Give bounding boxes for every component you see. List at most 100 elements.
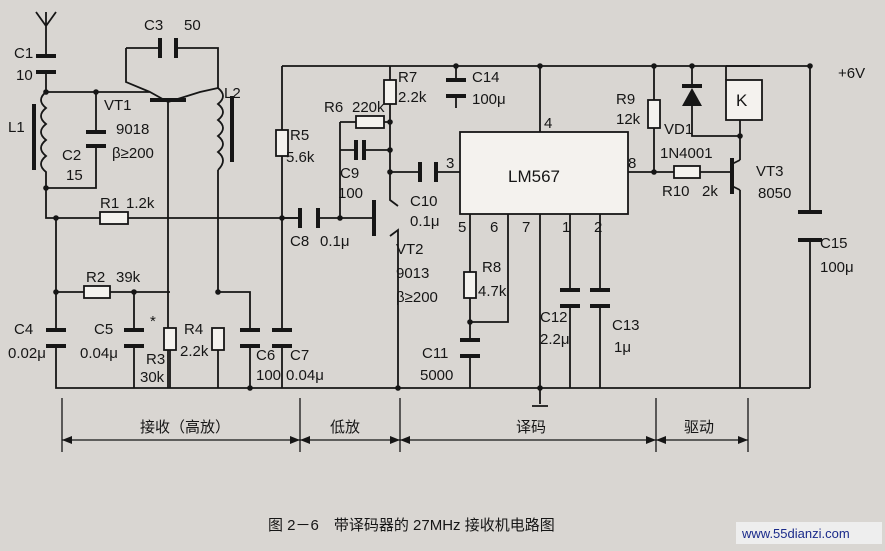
pin-1: 1 (562, 219, 570, 236)
capacitor-c11 (460, 338, 480, 358)
capacitor-c9 (354, 140, 366, 160)
watermark: www.55dianzi.com (741, 526, 850, 541)
resistor-r7 (383, 79, 397, 105)
pin-8: 8 (628, 155, 636, 172)
resistor-r9 (647, 99, 661, 129)
resistor-r2 (83, 285, 111, 299)
c7-ref: C7 (290, 347, 309, 364)
r7-ref: R7 (398, 69, 417, 86)
vt3-ref: VT3 (756, 163, 784, 180)
c5-value: 0.04μ (80, 345, 118, 362)
r5-ref: R5 (290, 127, 309, 144)
r4-ref: R4 (184, 321, 203, 338)
c10-value: 0.1μ (410, 213, 440, 230)
section-drive: 驱动 (684, 419, 714, 436)
c13-value: 1μ (614, 339, 631, 356)
vt2-beta: β≥200 (396, 289, 438, 306)
pin-3: 3 (446, 155, 454, 172)
c6-ref: C6 (256, 347, 275, 364)
pin-4: 4 (544, 115, 552, 132)
c14-value: 100μ (472, 91, 506, 108)
ic-name: LM567 (508, 167, 560, 186)
component-labels: C1 10 L1 C2 15 C3 50 VT1 9018 β≥200 L2 R… (8, 17, 865, 386)
resistor-r6 (355, 115, 385, 129)
section-amp: 低放 (330, 419, 360, 436)
c14-ref: C14 (472, 69, 500, 86)
section-markers (61, 398, 749, 452)
c7-value: 0.04μ (286, 367, 324, 384)
vt1-ref: VT1 (104, 97, 132, 114)
r9-ref: R9 (616, 91, 635, 108)
capacitor-c14 (446, 78, 466, 98)
c5-ref: C5 (94, 321, 113, 338)
c8-ref: C8 (290, 233, 309, 250)
r8-ref: R8 (482, 259, 501, 276)
r9-value: 12k (616, 111, 641, 128)
c4-ref: C4 (14, 321, 33, 338)
capacitor-c1 (36, 54, 56, 74)
resistor-r5 (275, 129, 289, 157)
pin-2: 2 (594, 219, 602, 236)
vt1-beta: β≥200 (112, 145, 154, 162)
c10-ref: C10 (410, 193, 438, 210)
l1-ref: L1 (8, 119, 25, 136)
r3-mark: * (150, 313, 156, 330)
junction-dots (43, 63, 813, 391)
relay-k (725, 79, 763, 121)
section-labels: 接收（高放） 低放 译码 驱动 (140, 419, 714, 436)
r1-ref: R1 (100, 195, 119, 212)
c11-value: 5000 (420, 367, 453, 384)
diode-vd1 (682, 84, 702, 106)
pin-7: 7 (522, 219, 530, 236)
l2-ref: L2 (224, 85, 241, 102)
c15-ref: C15 (820, 235, 848, 252)
vt2-ref: VT2 (396, 241, 424, 258)
c13-ref: C13 (612, 317, 640, 334)
vt3-model: 8050 (758, 185, 791, 202)
capacitor-c5 (124, 328, 144, 348)
capacitor-c10 (418, 162, 438, 182)
c12-ref: C12 (540, 309, 568, 326)
r10-ref: R10 (662, 183, 690, 200)
c8-value: 0.1μ (320, 233, 350, 250)
relay-label: K (736, 91, 748, 110)
inductor-l1 (32, 91, 48, 180)
watermark-box (736, 522, 882, 544)
r10-value: 2k (702, 183, 718, 200)
r2-ref: R2 (86, 269, 105, 286)
transistor-vt2 (372, 200, 376, 236)
resistor-r1 (99, 211, 129, 225)
c12-value: 2.2μ (540, 331, 570, 348)
figure-caption: 图 2－6 带译码器的 27MHz 接收机电路图 (268, 517, 555, 534)
c15-value: 100μ (820, 259, 854, 276)
capacitor-c3 (158, 38, 178, 58)
resistor-r8 (463, 271, 477, 299)
c4-value: 0.02μ (8, 345, 46, 362)
vt2-model: 9013 (396, 265, 429, 282)
c3-value: 50 (184, 17, 201, 34)
capacitor-c7 (272, 328, 292, 348)
r5-value: 5.6k (286, 149, 315, 166)
capacitor-c6 (240, 328, 260, 348)
r3-value: 30k (140, 369, 165, 386)
capacitor-c13 (590, 288, 610, 308)
resistor-r3 (163, 327, 177, 351)
c1-ref: C1 (14, 45, 33, 62)
capacitor-c12 (560, 288, 580, 308)
resistor-r4 (211, 327, 225, 351)
r7-value: 2.2k (398, 89, 427, 106)
r6-ref: R6 (324, 99, 343, 116)
r1-value: 1.2k (126, 195, 155, 212)
r2-value: 39k (116, 269, 141, 286)
capacitor-c8 (298, 208, 320, 228)
capacitor-c2 (86, 130, 106, 148)
pin-6: 6 (490, 219, 498, 236)
r8-value: 4.7k (478, 283, 507, 300)
c1-value: 10 (16, 67, 33, 84)
ic-lm567 (459, 131, 629, 215)
r4-value: 2.2k (180, 343, 209, 360)
c9-ref: C9 (340, 165, 359, 182)
vd1-ref: VD1 (664, 121, 693, 138)
